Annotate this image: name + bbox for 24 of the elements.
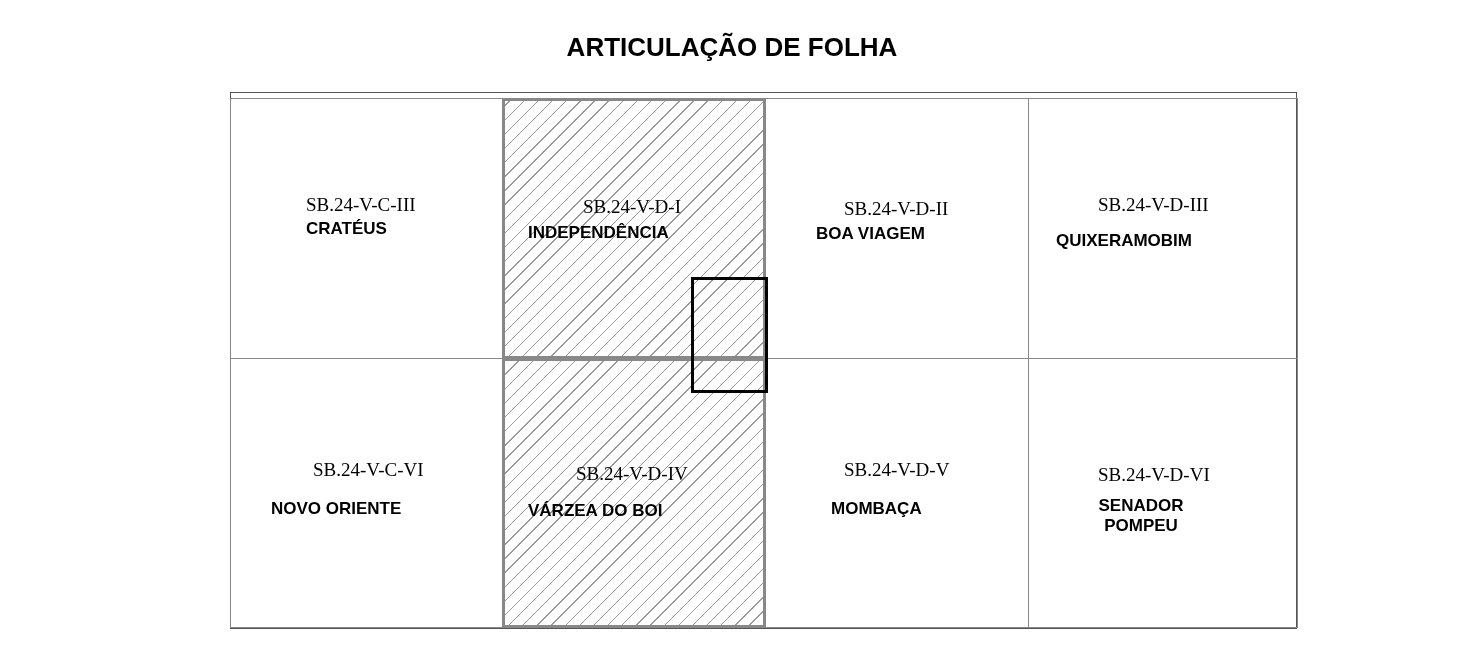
sheet-name: VÁRZEA DO BOI xyxy=(528,501,663,521)
sheet-name: NOVO ORIENTE xyxy=(271,499,402,519)
sheet-code: SB.24-V-C-VI xyxy=(313,459,424,481)
sheet-name: QUIXERAMOBIM xyxy=(1056,231,1192,251)
hatched-map-sheet xyxy=(502,358,766,628)
sheet-code: SB.24-V-C-III xyxy=(306,194,416,216)
sheet-name: BOA VIAGEM xyxy=(816,224,925,244)
map-sheet xyxy=(1028,358,1298,628)
sheet-code: SB.24-V-D-IV xyxy=(576,463,688,485)
hatched-map-sheet xyxy=(502,98,766,359)
study-area-outline xyxy=(691,277,768,393)
map-title: ARTICULAÇÃO DE FOLHA xyxy=(566,32,898,62)
sheet-code: SB.24-V-D-VI xyxy=(1098,464,1210,486)
sheet-name: CRATÉUS xyxy=(306,219,387,239)
sheet-code: SB.24-V-D-I xyxy=(583,196,681,218)
sheet-name: SENADOR POMPEU xyxy=(1097,496,1185,536)
sheet-code: SB.24-V-D-V xyxy=(844,459,950,481)
sheet-name: MOMBAÇA xyxy=(831,499,922,519)
map-sheet xyxy=(1028,98,1298,359)
sheet-code: SB.24-V-D-III xyxy=(1098,194,1209,216)
map-sheet xyxy=(230,358,503,628)
map-sheet xyxy=(230,98,503,359)
sheet-name: INDEPENDÊNCIA xyxy=(528,223,669,243)
sheet-code: SB.24-V-D-II xyxy=(844,198,949,220)
